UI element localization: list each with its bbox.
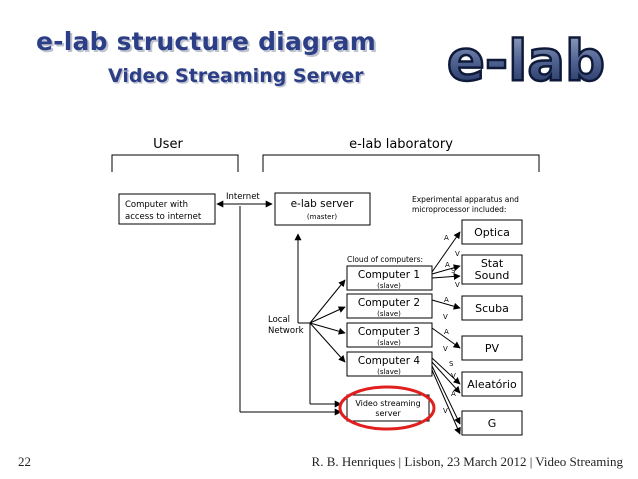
footer-text: R. B. Henriques | Lisbon, 23 March 2012 … — [311, 454, 623, 469]
svg-text:Computer 2: Computer 2 — [358, 297, 420, 309]
experiment-pv: PV — [461, 335, 523, 361]
elab-logo: e-lab — [446, 28, 607, 96]
local-network-links — [239, 206, 346, 416]
elab-server-role: (master) — [307, 213, 337, 221]
svg-text:(slave): (slave) — [377, 339, 401, 347]
internet-label: Internet — [226, 192, 260, 202]
svg-text:S: S — [449, 360, 454, 368]
streaming-highlight — [338, 385, 436, 431]
svg-text:Scuba: Scuba — [475, 302, 509, 315]
lab-bracket — [262, 154, 540, 172]
svg-text:A: A — [444, 296, 449, 304]
apparatus-caption-1: Experimental apparatus and — [412, 195, 519, 204]
computer-4: Computer 4 (slave) — [346, 351, 433, 377]
user-computer-box — [118, 193, 216, 225]
svg-text:A: A — [445, 261, 450, 269]
local-network-2: Network — [268, 326, 304, 336]
svg-text:G: G — [488, 417, 497, 430]
cloud-caption: Cloud of computers: — [347, 255, 423, 264]
svg-text:V: V — [443, 313, 448, 321]
svg-text:S: S — [451, 267, 456, 275]
svg-text:Stat: Stat — [481, 257, 504, 270]
slide-subtitle: Video Streaming Server — [108, 65, 364, 87]
streaming-line1: Video streaming — [355, 399, 420, 408]
computer-3: Computer 3 (slave) — [346, 322, 433, 348]
apparatus-caption-2: microprocessor included: — [412, 205, 506, 214]
user-computer-line1: Computer with — [125, 200, 188, 210]
svg-text:A: A — [444, 328, 449, 336]
user-computer-line2: access to internet — [125, 212, 202, 222]
computer-1: Computer 1 (slave) — [346, 265, 433, 291]
svg-text:Computer 1: Computer 1 — [358, 269, 420, 281]
svg-text:(slave): (slave) — [377, 368, 401, 376]
svg-text:Sound: Sound — [475, 269, 510, 282]
svg-text:Optica: Optica — [474, 226, 510, 239]
svg-text:A: A — [444, 234, 449, 242]
logo-text: e-lab — [447, 29, 605, 94]
experiment-links — [431, 231, 461, 435]
streaming-server-box — [346, 394, 430, 422]
svg-text:V: V — [443, 345, 448, 353]
streaming-line2: server — [375, 409, 401, 418]
computer-2: Computer 2 (slave) — [346, 293, 433, 319]
svg-text:Computer 4: Computer 4 — [358, 355, 421, 367]
lab-label: e-lab laboratory — [349, 137, 453, 152]
experiment-optica: Optica — [461, 219, 523, 245]
slide-title: e-lab structure diagram — [36, 27, 376, 56]
svg-text:(slave): (slave) — [377, 282, 401, 290]
svg-text:V: V — [451, 372, 456, 380]
signal-letters: A V A S V A V A V S V A V — [443, 234, 460, 415]
svg-text:Aleatório: Aleatório — [467, 378, 517, 391]
svg-text:A: A — [451, 390, 456, 398]
svg-text:V: V — [455, 250, 460, 258]
elab-server-box — [274, 192, 371, 226]
experiment-stat-sound: Stat Sound — [461, 254, 523, 285]
svg-text:(slave): (slave) — [377, 310, 401, 318]
user-label: User — [153, 137, 183, 152]
page-number: 22 — [18, 454, 31, 469]
experiment-g: G — [461, 410, 523, 436]
local-network-1: Local — [268, 315, 290, 325]
user-bracket — [111, 154, 239, 172]
elab-server-name: e-lab server — [291, 198, 355, 210]
experiment-scuba: Scuba — [461, 295, 523, 321]
svg-text:V: V — [455, 281, 460, 289]
svg-text:Computer 3: Computer 3 — [358, 326, 420, 338]
experiment-aleatorio: Aleatório — [461, 371, 523, 397]
svg-text:PV: PV — [485, 342, 500, 355]
svg-text:V: V — [443, 407, 448, 415]
